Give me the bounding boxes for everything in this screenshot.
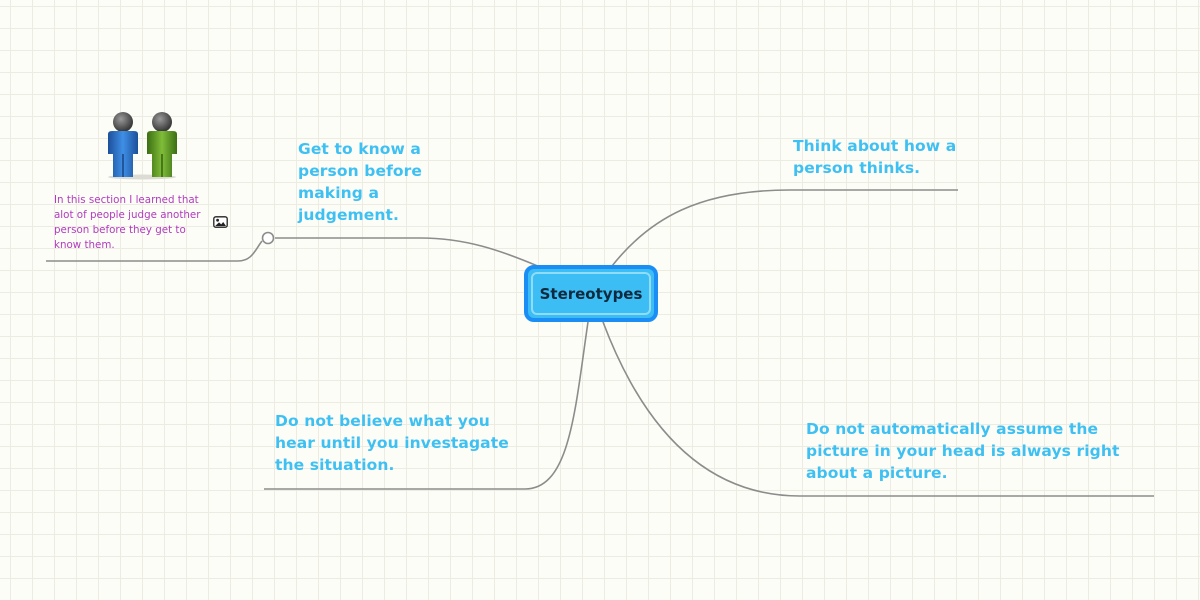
- central-topic[interactable]: Stereotypes: [524, 265, 658, 322]
- image-icon[interactable]: [213, 216, 228, 228]
- connector-do-not-assume: [602, 321, 1154, 497]
- collapse-toggle[interactable]: [261, 231, 275, 245]
- connector-do-not-believe: [264, 321, 589, 490]
- connector-think-about: [611, 189, 958, 267]
- topic-think-about[interactable]: Think about how a person thinks.: [793, 137, 957, 177]
- topic-get-to-know[interactable]: Get to know a person before making a jud…: [298, 140, 423, 224]
- connector-note: [46, 240, 263, 262]
- two-people-icon: [108, 112, 177, 180]
- connector-get-to-know: [275, 237, 541, 268]
- topic-do-not-assume[interactable]: Do not automatically assume the picture …: [806, 420, 1120, 482]
- central-topic-label: Stereotypes: [539, 284, 643, 303]
- note-text: In this section I learned that alot of p…: [54, 194, 201, 251]
- topic-do-not-believe[interactable]: Do not believe what you hear until you i…: [275, 412, 509, 474]
